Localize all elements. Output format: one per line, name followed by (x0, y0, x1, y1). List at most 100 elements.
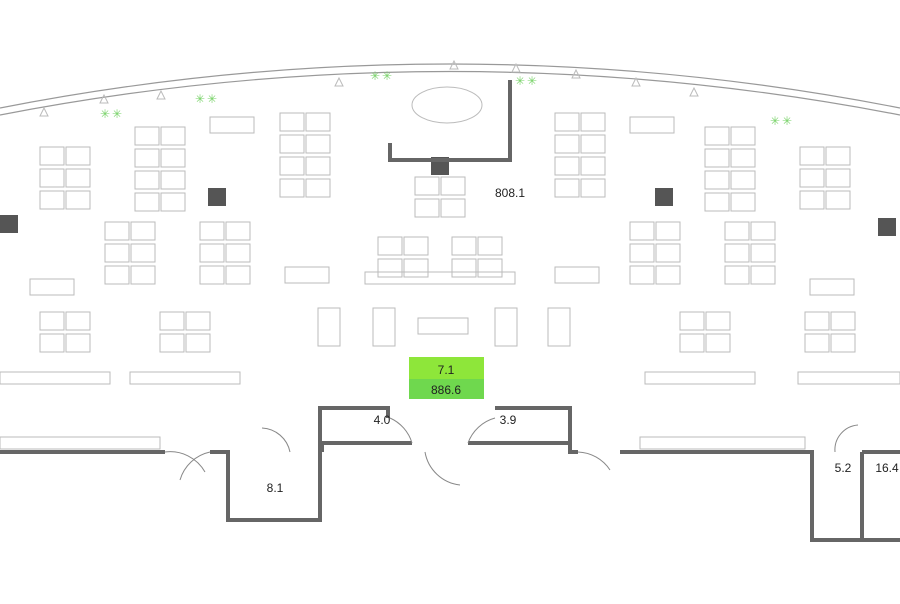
desk (65, 146, 91, 166)
column (0, 215, 18, 233)
desk (377, 258, 403, 278)
armchair (547, 307, 571, 347)
desk (730, 126, 756, 146)
desk (804, 311, 830, 331)
plant-icon: ✳ (382, 69, 392, 83)
desk (134, 170, 160, 190)
cabinet-row (364, 271, 516, 285)
desk (377, 236, 403, 256)
sofa (809, 278, 855, 296)
plant-icon: ✳ (527, 74, 537, 88)
desk (65, 333, 91, 353)
plant-icon: ✳ (207, 92, 217, 106)
room-area-storage-left[interactable]: 4.0 (374, 413, 391, 427)
desk (629, 265, 655, 285)
desk (799, 190, 825, 210)
meeting-table (411, 86, 483, 124)
curved-facade (0, 63, 900, 116)
desk (39, 190, 65, 210)
desk (160, 148, 186, 168)
plant-icon: ✳ (112, 107, 122, 121)
main-area-label[interactable]: 808.1 (495, 186, 525, 200)
desk (730, 148, 756, 168)
desk (825, 190, 851, 210)
sofa (209, 116, 255, 134)
plant-icon: ✳ (370, 69, 380, 83)
desk (629, 243, 655, 263)
light-fixture-icon (511, 62, 521, 73)
light-fixture-icon (156, 89, 166, 100)
desk (705, 333, 731, 353)
desk (554, 156, 580, 176)
light-fixture-icon (334, 76, 344, 87)
desk (704, 192, 730, 212)
desk (159, 333, 185, 353)
desk (403, 236, 429, 256)
desk (305, 134, 331, 154)
cabinet-row (0, 371, 111, 385)
desk (825, 146, 851, 166)
desk (724, 243, 750, 263)
desk (225, 221, 251, 241)
desk (580, 112, 606, 132)
desk (104, 265, 130, 285)
desk (580, 156, 606, 176)
desk (580, 134, 606, 154)
desk (279, 134, 305, 154)
light-fixture-icon (689, 86, 699, 97)
desk (830, 333, 856, 353)
light-fixture-icon (631, 76, 641, 87)
cabinet-row (644, 371, 756, 385)
unit-area-bg (409, 379, 484, 399)
desk (477, 258, 503, 278)
desk (704, 148, 730, 168)
sofa (554, 266, 600, 284)
plant-icon: ✳ (195, 92, 205, 106)
selected-unit-badge[interactable]: 7.1 886.6 (409, 357, 484, 399)
armchair (372, 307, 396, 347)
desk (39, 311, 65, 331)
unit-number-bg (409, 357, 484, 379)
desk (730, 192, 756, 212)
desk (830, 311, 856, 331)
unit-number: 7.1 (438, 363, 455, 377)
desk (305, 178, 331, 198)
room-area-lower-left[interactable]: 8.1 (267, 481, 284, 495)
doors (164, 417, 859, 486)
desk (750, 243, 776, 263)
cabinet-row (639, 436, 806, 450)
desk (554, 112, 580, 132)
desk (65, 190, 91, 210)
light-fixture-icon (39, 106, 49, 117)
room-area-restroom[interactable]: 16.4 (875, 461, 899, 475)
desk (225, 243, 251, 263)
desk (679, 311, 705, 331)
desk (279, 112, 305, 132)
desk (130, 243, 156, 263)
desk (554, 134, 580, 154)
desk (104, 243, 130, 263)
desk (185, 311, 211, 331)
desk (134, 126, 160, 146)
desk (199, 265, 225, 285)
desk (305, 112, 331, 132)
room-area-small-right[interactable]: 5.2 (835, 461, 852, 475)
desk (225, 265, 251, 285)
desk (39, 333, 65, 353)
desk (185, 333, 211, 353)
desk (704, 170, 730, 190)
reception-desk (417, 317, 469, 335)
light-fixture-icon (99, 93, 109, 104)
desk (724, 265, 750, 285)
desk (199, 221, 225, 241)
desk (825, 168, 851, 188)
desk (655, 221, 681, 241)
desk (554, 178, 580, 198)
room-area-storage-right[interactable]: 3.9 (500, 413, 517, 427)
desk (451, 236, 477, 256)
desk (750, 265, 776, 285)
plant-icon: ✳ (100, 107, 110, 121)
desk (160, 126, 186, 146)
column (655, 188, 673, 206)
